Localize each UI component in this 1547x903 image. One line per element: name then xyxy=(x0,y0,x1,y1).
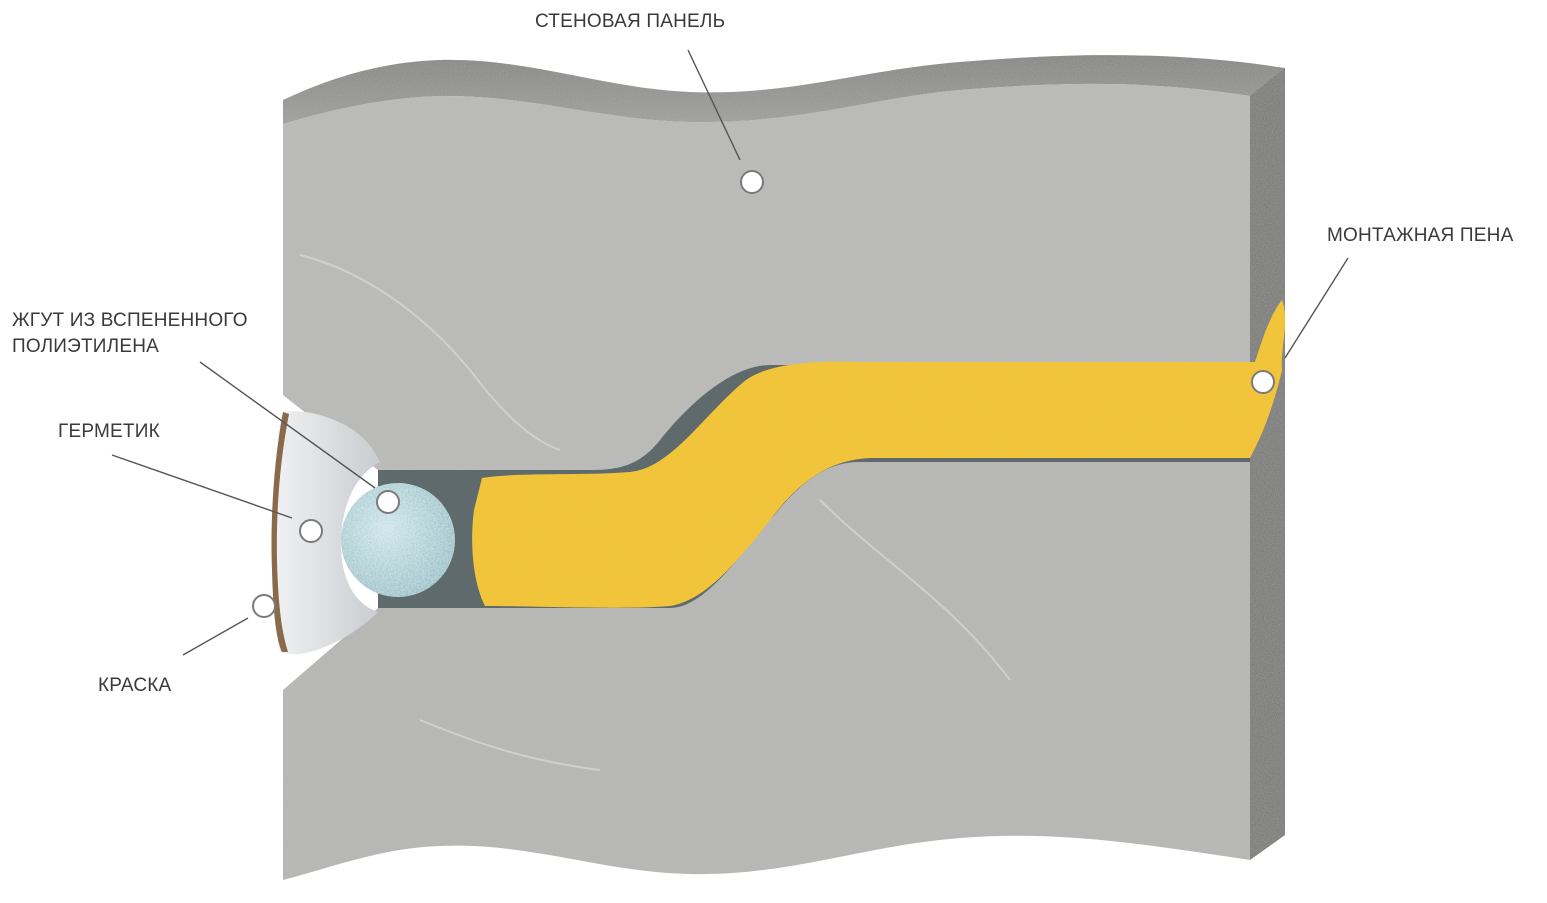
label-paint: КРАСКА xyxy=(98,673,171,699)
leader-line-foam xyxy=(1285,258,1348,358)
label-sealant: ГЕРМЕТИК xyxy=(58,419,160,445)
marker-paint xyxy=(253,595,275,617)
marker-panel xyxy=(741,171,763,193)
leader-line-sealant xyxy=(112,455,292,518)
label-foam-rod-line2: ПОЛИЭТИЛЕНА xyxy=(12,334,248,360)
marker-sealant xyxy=(300,520,322,542)
label-mounting-foam: МОНТАЖНАЯ ПЕНА xyxy=(1327,223,1513,249)
label-foam-rod: ЖГУТ ИЗ ВСПЕНЕННОГО ПОЛИЭТИЛЕНА xyxy=(12,308,248,360)
marker-rod xyxy=(377,491,399,513)
label-foam-rod-line1: ЖГУТ ИЗ ВСПЕНЕННОГО xyxy=(12,308,248,334)
leader-line-paint xyxy=(183,618,248,655)
panel-side-face xyxy=(1250,68,1285,860)
label-wall-panel: СТЕНОВАЯ ПАНЕЛЬ xyxy=(535,9,725,35)
marker-foam xyxy=(1252,371,1274,393)
